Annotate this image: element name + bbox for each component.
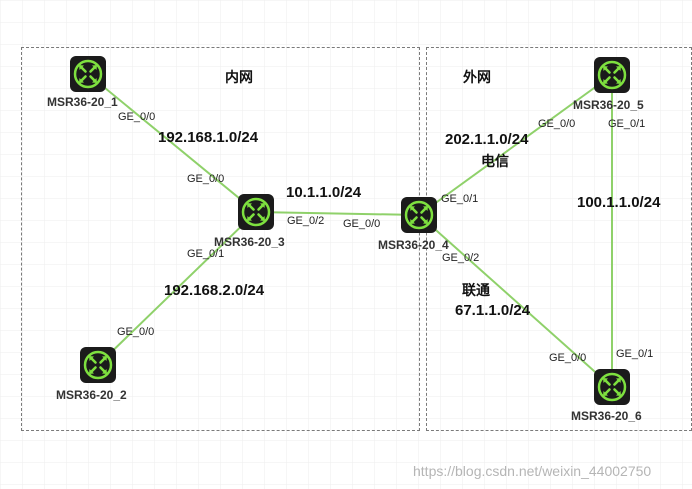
port-r3-ge01: GE_0/1: [187, 248, 225, 260]
network-label-192-168-1: 192.168.1.0/24: [158, 129, 259, 146]
link-r3-r4: [255, 211, 420, 216]
router-icon[interactable]: [69, 55, 107, 93]
port-r6-ge00: GE_0/0: [549, 352, 587, 364]
inner-zone-title: 内网: [225, 70, 253, 86]
port-r3-ge02: GE_0/2: [287, 215, 325, 227]
network-label-202-1-1: 202.1.1.0/24: [445, 131, 529, 148]
port-r4-ge01: GE_0/1: [441, 193, 479, 205]
router-icon[interactable]: [237, 193, 275, 231]
port-r3-ge00: GE_0/0: [187, 173, 225, 185]
device-label-r6: MSR36-20_6: [571, 409, 642, 423]
inner-network-zone: [21, 47, 420, 431]
device-label-r2: MSR36-20_2: [56, 388, 127, 402]
port-r5-ge00: GE_0/0: [538, 118, 576, 130]
router-icon[interactable]: [593, 56, 631, 94]
network-label-192-168-2: 192.168.2.0/24: [164, 282, 265, 299]
device-label-r1: MSR36-20_1: [47, 95, 118, 109]
outer-zone-title: 外网: [463, 70, 491, 86]
device-label-r5: MSR36-20_5: [573, 98, 644, 112]
network-label-100-1-1: 100.1.1.0/24: [577, 194, 661, 211]
port-r4-ge02: GE_0/2: [442, 252, 480, 264]
port-r4-ge00: GE_0/0: [343, 218, 381, 230]
link-r1-r3: [87, 73, 257, 213]
network-label-67-1-1: 67.1.1.0/24: [455, 302, 531, 319]
watermark: https://blog.csdn.net/weixin_44002750: [413, 463, 652, 479]
link-r4-r5: [418, 74, 613, 216]
link-r4-r6: [418, 214, 613, 388]
network-label-10-1-1: 10.1.1.0/24: [286, 184, 362, 201]
device-label-r3: MSR36-20_3: [214, 235, 285, 249]
isp-label-unicom: 联通: [462, 283, 490, 299]
link-r3-r2: [97, 211, 257, 366]
port-r6-ge01: GE_0/1: [616, 348, 654, 360]
router-icon[interactable]: [593, 368, 631, 406]
port-r2-ge00: GE_0/0: [117, 326, 155, 338]
isp-label-telecom: 电信: [481, 154, 509, 170]
router-icon[interactable]: [400, 196, 438, 234]
port-r1-ge00: GE_0/0: [118, 111, 156, 123]
device-label-r4: MSR36-20_4: [378, 238, 449, 252]
router-icon[interactable]: [79, 346, 117, 384]
port-r5-ge01: GE_0/1: [608, 118, 646, 130]
